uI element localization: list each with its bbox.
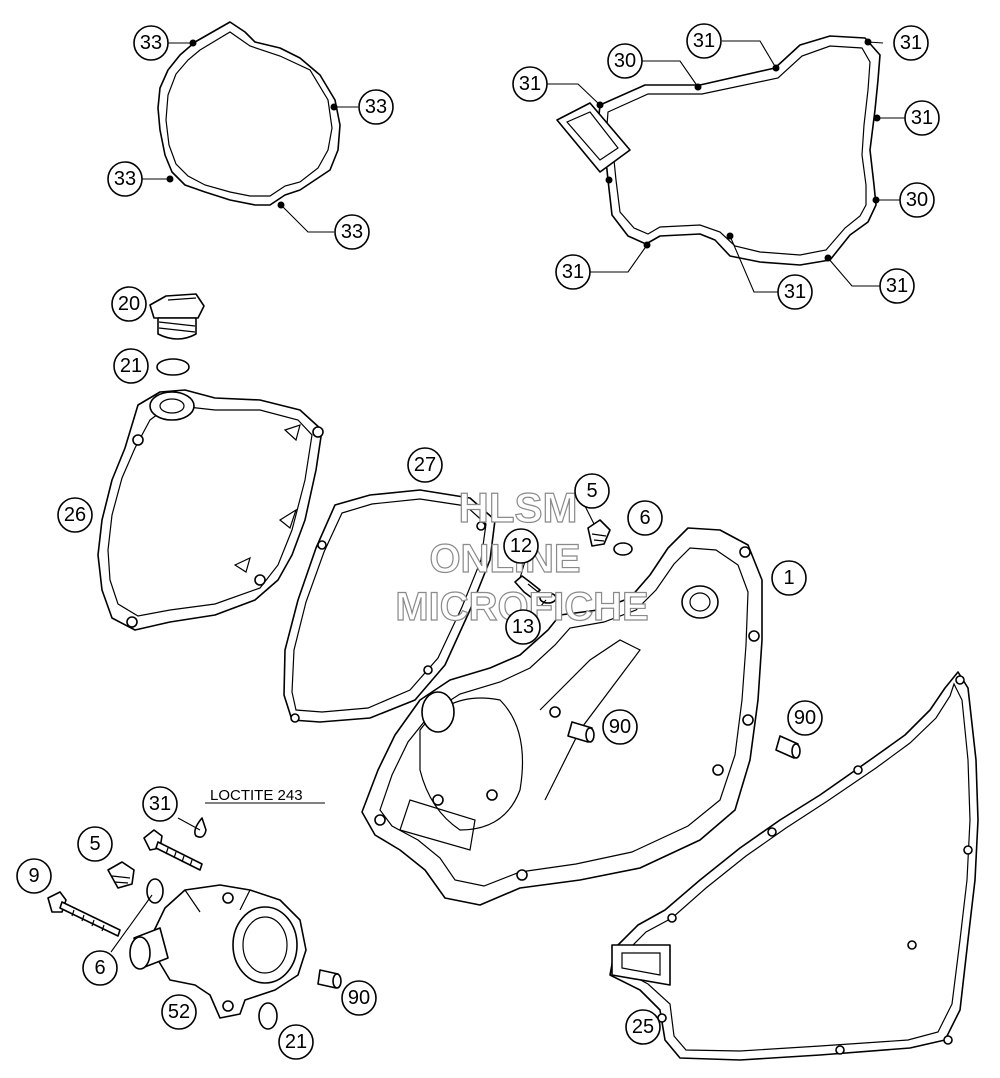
callout-13: 13	[505, 609, 541, 645]
dowel-sleeve-lower	[317, 969, 342, 989]
leader-lines	[110, 40, 905, 953]
svg-text:31: 31	[911, 107, 933, 129]
svg-text:9: 9	[28, 865, 39, 887]
svg-text:31: 31	[562, 261, 584, 283]
watermark-line-1: HLSM	[459, 484, 578, 531]
callout-90-right: 90	[787, 700, 823, 736]
callout-6-center: 6	[627, 500, 663, 536]
dowel-sleeve-center	[567, 721, 595, 743]
svg-text:90: 90	[794, 707, 816, 729]
drain-screw-lower	[107, 861, 135, 889]
svg-text:21: 21	[285, 1031, 307, 1053]
callout-31-left: 31	[512, 66, 548, 102]
svg-text:30: 30	[906, 189, 928, 211]
svg-text:30: 30	[614, 50, 636, 72]
callout-31-lower-left: 31	[142, 786, 178, 822]
oil-filler-plug	[149, 293, 205, 340]
svg-text:21: 21	[120, 355, 142, 377]
clutch-cover-gasket-top	[556, 35, 881, 266]
callout-9: 9	[16, 858, 52, 894]
svg-text:6: 6	[639, 507, 650, 529]
water-pump-cover	[129, 884, 307, 1019]
screw-long-lower	[47, 891, 121, 937]
seal-ring-center	[613, 542, 633, 556]
washer-13	[539, 592, 557, 604]
callout-21-lower: 21	[278, 1024, 314, 1060]
dowel-sleeve-right	[775, 735, 801, 759]
callout-25: 25	[625, 1009, 661, 1045]
callout-33-top-left: 33	[133, 25, 169, 61]
svg-text:33: 33	[140, 32, 162, 54]
svg-text:1: 1	[783, 567, 794, 589]
callout-31-bottom-left: 31	[555, 254, 591, 290]
svg-text:31: 31	[900, 32, 922, 54]
callout-31-top-right: 31	[893, 25, 929, 61]
callout-5-lower: 5	[77, 826, 113, 862]
callout-33-right: 33	[358, 89, 394, 125]
screw-12	[514, 575, 541, 599]
svg-text:20: 20	[118, 293, 140, 315]
svg-text:33: 33	[114, 168, 136, 190]
callout-33-left: 33	[107, 161, 143, 197]
o-ring-lower	[258, 1002, 278, 1030]
svg-text:90: 90	[609, 716, 631, 738]
svg-text:31: 31	[886, 275, 908, 297]
svg-text:33: 33	[365, 96, 387, 118]
svg-text:90: 90	[348, 987, 370, 1009]
svg-text:25: 25	[632, 1016, 654, 1038]
svg-text:31: 31	[693, 30, 715, 52]
callout-6-lower: 6	[82, 950, 118, 986]
callout-30-top: 30	[607, 43, 643, 79]
outer-clutch-cover	[97, 389, 324, 631]
clutch-cover	[361, 527, 763, 906]
loctite-drop-icon	[194, 817, 207, 838]
svg-text:5: 5	[586, 480, 597, 502]
svg-text:26: 26	[64, 504, 86, 526]
screw-long-upper	[143, 829, 203, 871]
clutch-cover-gasket-middle	[283, 489, 496, 723]
callout-27: 27	[407, 447, 443, 483]
ignition-cover-gasket	[157, 21, 341, 209]
callout-31-bottom-right: 31	[879, 268, 915, 304]
callout-31-bottom-middle: 31	[777, 274, 813, 310]
o-ring-upper	[156, 358, 190, 376]
callout-5-center: 5	[574, 473, 610, 509]
svg-text:5: 5	[89, 833, 100, 855]
clutch-cover-gasket-lower	[609, 671, 979, 1061]
watermark: HLSM ONLINE MICROFICHE	[395, 483, 650, 629]
loctite-note: LOCTITE 243	[210, 787, 303, 804]
svg-text:6: 6	[94, 957, 105, 979]
drain-screw-center	[587, 519, 611, 547]
callout-90-center: 90	[602, 709, 638, 745]
svg-text:33: 33	[341, 221, 363, 243]
svg-text:31: 31	[784, 281, 806, 303]
callout-1: 1	[771, 560, 807, 596]
callout-26: 26	[57, 497, 93, 533]
callout-21-upper: 21	[113, 348, 149, 384]
svg-text:12: 12	[510, 535, 532, 557]
callout-31-right: 31	[904, 100, 940, 136]
svg-text:13: 13	[512, 616, 534, 638]
callout-33-bottom: 33	[334, 214, 370, 250]
callouts: 33 33 33 33 31 31 31 31 31 31 30 30 31 2…	[16, 23, 940, 1060]
svg-text:31: 31	[149, 793, 171, 815]
callout-30-right: 30	[899, 182, 935, 218]
svg-text:31: 31	[519, 73, 541, 95]
callout-52: 52	[161, 994, 197, 1030]
callout-31-top: 31	[686, 23, 722, 59]
svg-text:27: 27	[414, 454, 436, 476]
callout-20: 20	[111, 286, 147, 322]
callout-90-lower: 90	[341, 980, 377, 1016]
callout-12: 12	[503, 528, 539, 564]
svg-text:52: 52	[168, 1001, 190, 1023]
